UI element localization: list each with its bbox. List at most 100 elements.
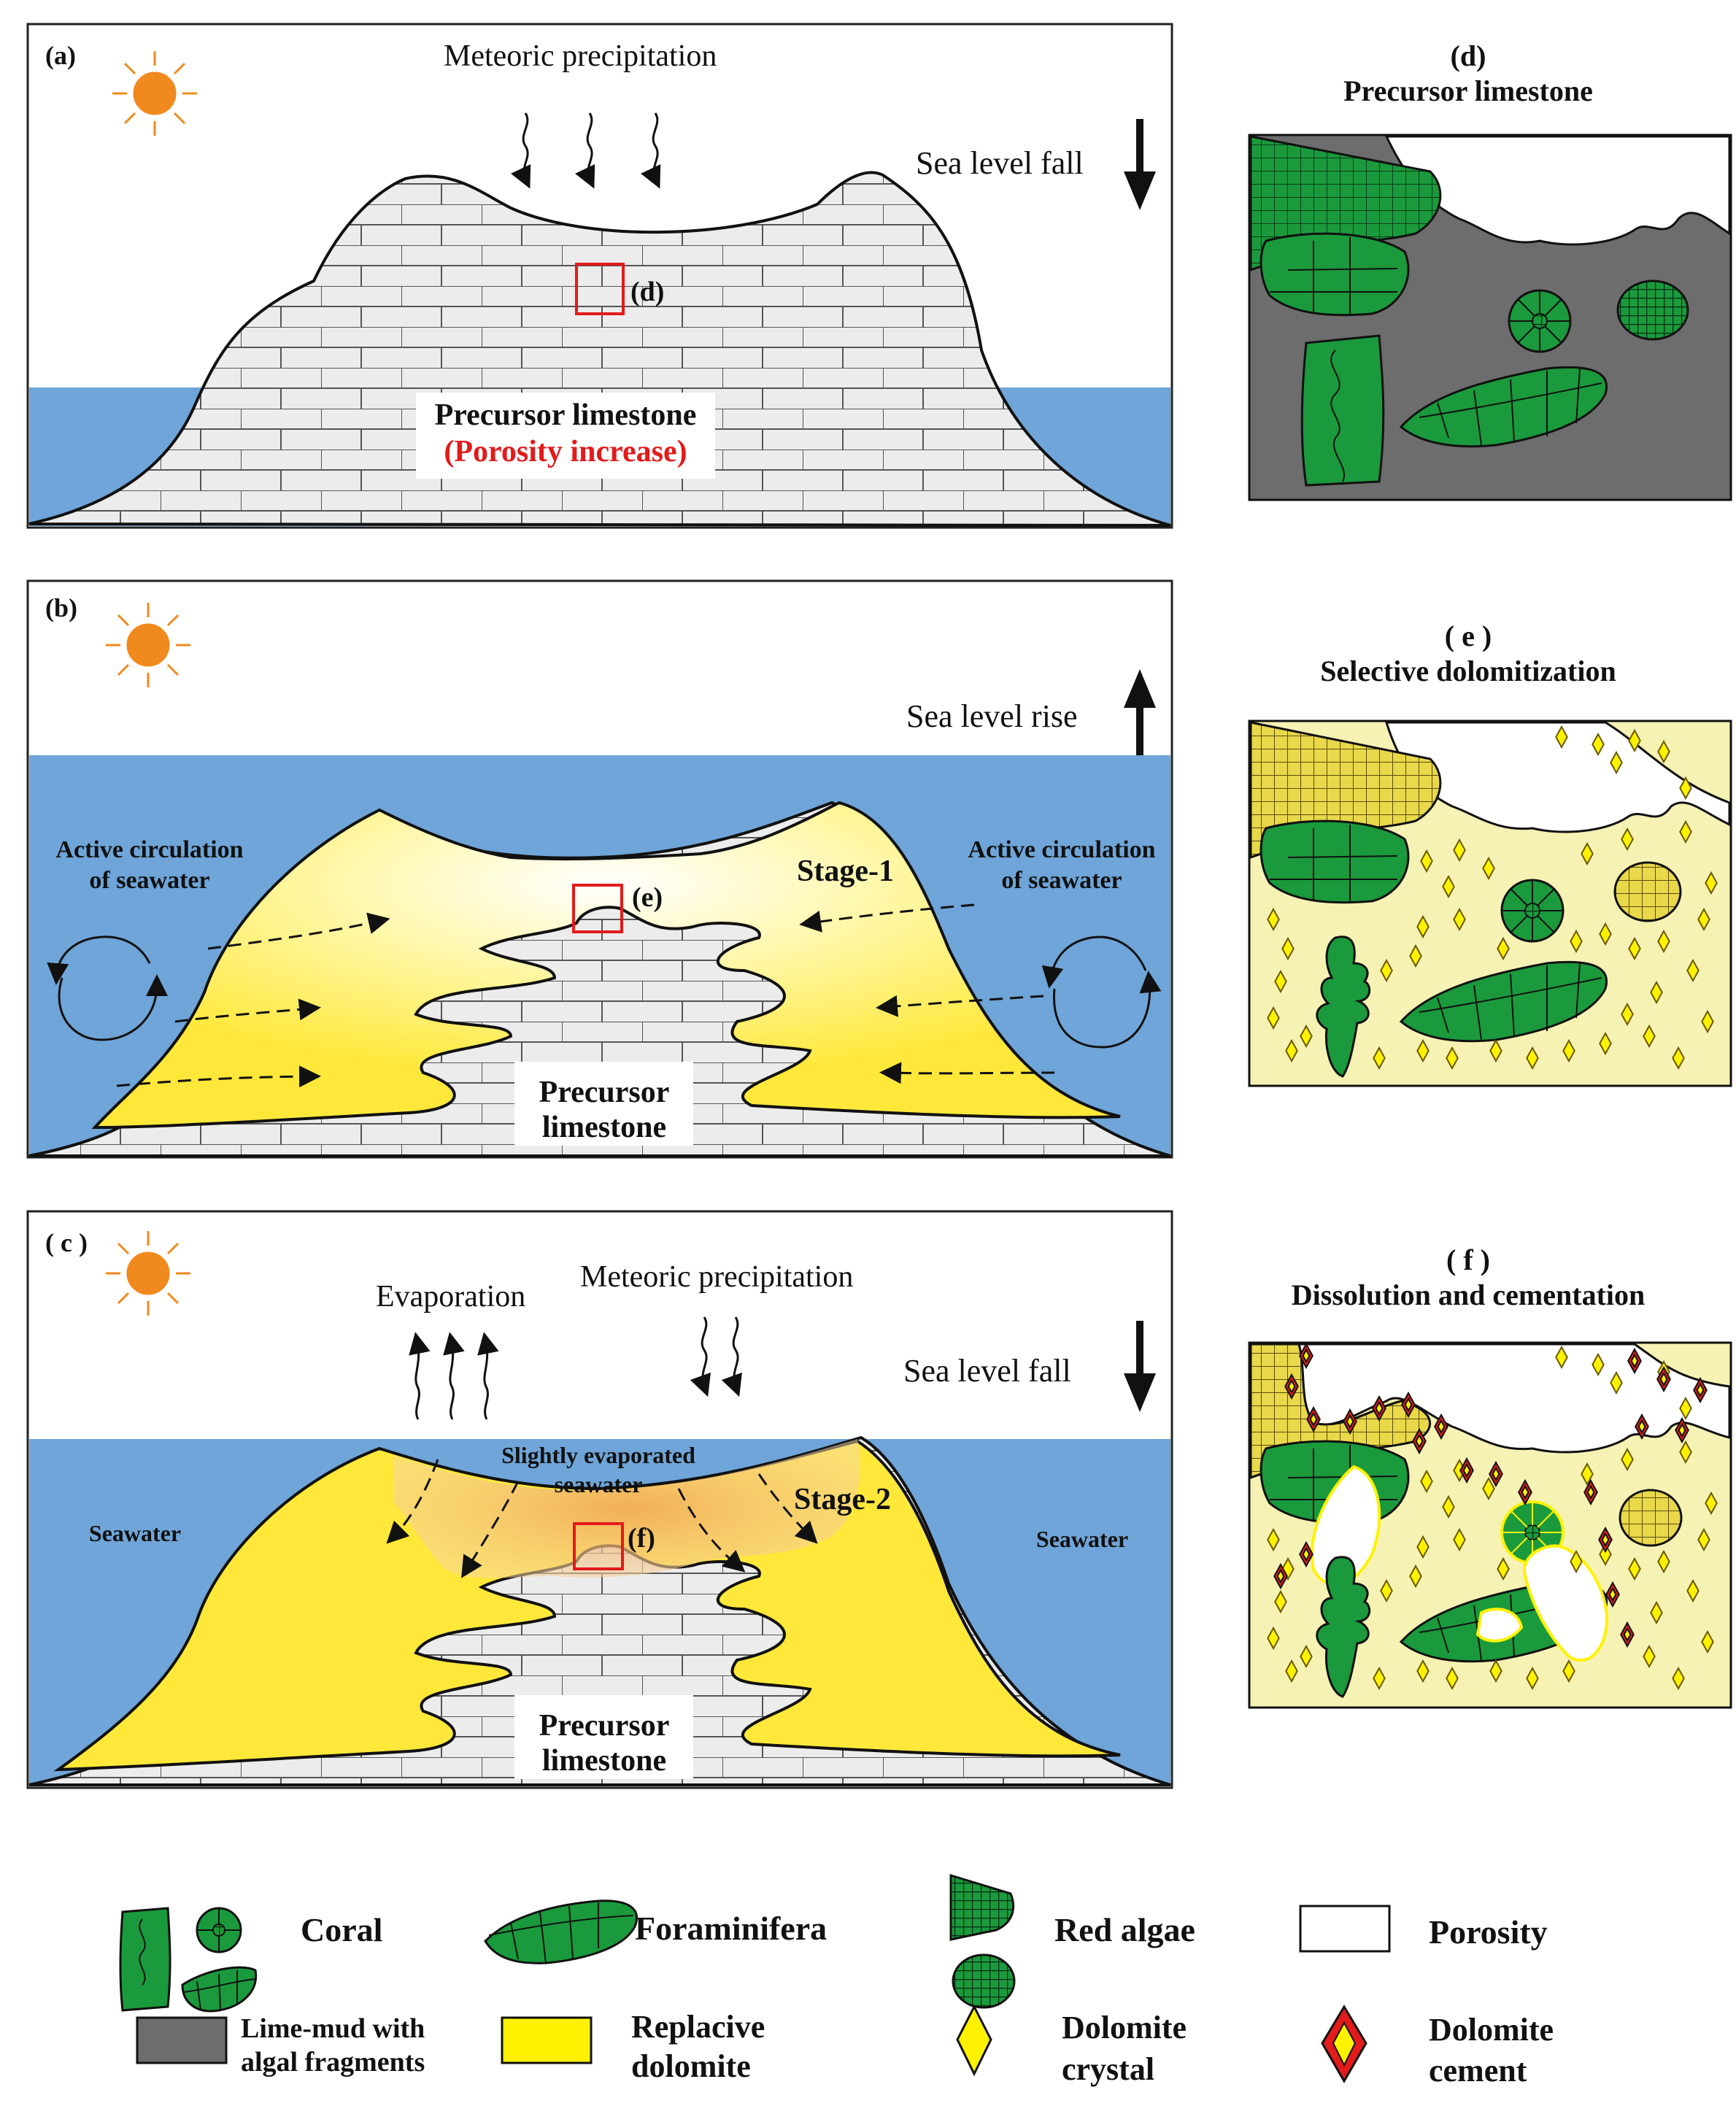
sea-level-label: Sea level fall bbox=[916, 145, 1084, 181]
inset-d-label: (d) bbox=[1451, 39, 1486, 72]
dolomite-crystal bbox=[1679, 1440, 1692, 1465]
legend-lime-mud-symbol bbox=[136, 2016, 228, 2064]
evaporated-seawater-line1: Slightly evaporated bbox=[501, 1442, 695, 1468]
dolomite-crystal bbox=[1657, 929, 1670, 954]
evaporated-seawater-zone bbox=[394, 1439, 860, 1578]
red-algae-nodule bbox=[1616, 279, 1689, 341]
inset-ref-e: (e) bbox=[632, 882, 663, 913]
dolomite-crystal bbox=[1610, 1370, 1623, 1395]
dolomite-crystal bbox=[1621, 1002, 1634, 1027]
dolomite-cement-core bbox=[1601, 1532, 1610, 1548]
dolomite-crystal bbox=[1672, 1666, 1685, 1691]
dolomite-crystal bbox=[1643, 1644, 1656, 1669]
coral-branch bbox=[1316, 936, 1371, 1078]
dolomite-cement-core bbox=[1276, 1568, 1285, 1584]
pore-space bbox=[1384, 135, 1731, 246]
precipitation-arrows bbox=[511, 112, 661, 189]
dolomite-crystal bbox=[1300, 1644, 1313, 1669]
replacive-dolomite bbox=[91, 801, 1121, 1130]
legend-dol-crystal-line1: Dolomite bbox=[1062, 2010, 1187, 2045]
dolomite-crystal bbox=[1697, 1527, 1710, 1552]
limestone-mound bbox=[28, 171, 1171, 527]
inset-d-title: Precursor limestone bbox=[1343, 74, 1593, 107]
dolomite-crystal bbox=[1705, 871, 1718, 895]
replacive-dolomite bbox=[53, 1439, 1121, 1772]
legend-coral-label: Coral bbox=[301, 1911, 382, 1948]
dolomite-crystal bbox=[1482, 1476, 1495, 1501]
inset-f-label: ( f ) bbox=[1446, 1243, 1490, 1276]
panel-a-label: (a) bbox=[45, 41, 76, 70]
circulation-right-line1: Active circulation bbox=[968, 836, 1155, 863]
legend-replacive-line2: dolomite bbox=[631, 2048, 751, 2084]
sea-level-rise-arrow bbox=[1124, 669, 1156, 755]
seawater-left-label: Seawater bbox=[89, 1520, 181, 1546]
dolomite-cement-core bbox=[1696, 1382, 1705, 1398]
dolomite-crystal bbox=[1497, 1556, 1510, 1581]
dolomite-cement-core bbox=[1659, 1371, 1668, 1387]
dolomite-cement-core bbox=[1623, 1627, 1632, 1643]
sun-icon bbox=[106, 603, 190, 687]
dolomite-crystal bbox=[1285, 1038, 1298, 1063]
dolomite-crystal bbox=[1621, 827, 1634, 852]
dolomite-crystal bbox=[1416, 914, 1430, 939]
dolomite-crystal bbox=[1274, 969, 1287, 994]
inset-ref-d: (d) bbox=[630, 277, 664, 307]
dolomite-crystal bbox=[1701, 1009, 1714, 1034]
seawater-flow-arrows bbox=[116, 903, 1055, 1088]
dolomite-cement-core bbox=[1415, 1433, 1424, 1449]
rock-name-line2: limestone bbox=[542, 1111, 666, 1144]
coral-branch bbox=[1316, 1556, 1371, 1698]
legend-porosity-label: Porosity bbox=[1429, 1913, 1548, 1951]
inset-e-marker bbox=[572, 884, 623, 933]
panel-b: (b) Sea level rise Active circulation of… bbox=[26, 579, 1173, 1159]
dolomite-crystal bbox=[1409, 1564, 1422, 1589]
dolomite-crystal bbox=[1267, 1527, 1280, 1552]
panel-c-label: ( c ) bbox=[45, 1228, 88, 1257]
legend: Coral Foraminifera Red algae Porosity Li… bbox=[119, 1873, 1554, 2088]
dolomite-crystal bbox=[1453, 1527, 1466, 1552]
dolomite-crystal bbox=[1643, 1024, 1656, 1049]
dolomite-crystal bbox=[1285, 1659, 1298, 1683]
circulation-right-line2: of seawater bbox=[1001, 867, 1122, 894]
legend-dolomite-cement-symbol bbox=[1321, 2005, 1367, 2084]
legend-dol-crystal-line2: crystal bbox=[1062, 2051, 1154, 2087]
dolomite-crystal bbox=[1562, 1038, 1575, 1063]
inset-ref-f: (f) bbox=[628, 1523, 655, 1554]
panel-a: (a) Meteoric precipitation Sea level fal… bbox=[26, 23, 1173, 529]
evaporation-label: Evaporation bbox=[376, 1280, 525, 1313]
legend-lime-mud-line1: Lime-mud with bbox=[241, 2013, 425, 2044]
rock-name-line1: Precursor bbox=[539, 1709, 670, 1743]
dolomite-crystal bbox=[1628, 936, 1641, 961]
dolomite-cement-core bbox=[1637, 1419, 1646, 1435]
dolomite-crystal bbox=[1705, 1491, 1718, 1516]
rock-name-line1: Precursor bbox=[539, 1076, 670, 1109]
dolomite-cement bbox=[1273, 1342, 1708, 1648]
panel-c: ( c ) Evaporation Meteoric precipitation… bbox=[26, 1210, 1173, 1789]
precipitation-label: Meteoric precipitation bbox=[580, 1260, 853, 1294]
dissolution-pore bbox=[1475, 1608, 1524, 1643]
inset-f-title: Dissolution and cementation bbox=[1292, 1278, 1646, 1311]
rock-name-line2: limestone bbox=[542, 1744, 666, 1778]
dolomite-crystal bbox=[1672, 1046, 1685, 1070]
inset-f: ( f ) Dissolution and cementation bbox=[1248, 1243, 1732, 1709]
dolomite-crystal bbox=[1267, 1006, 1280, 1030]
stage-label: Stage-2 bbox=[794, 1483, 891, 1516]
dolomite-crystal bbox=[1420, 849, 1433, 873]
dolomite-cement-core bbox=[1287, 1378, 1296, 1394]
dolomite-crystal bbox=[1373, 1046, 1386, 1070]
dolomite-cement-core bbox=[1404, 1397, 1413, 1413]
dolomite-crystal bbox=[1380, 1578, 1393, 1603]
dolomite-crystal bbox=[1416, 1535, 1430, 1559]
dolomite-crystal bbox=[1599, 1542, 1612, 1567]
dolomite-crystal bbox=[1657, 1549, 1670, 1574]
inset-f-marker bbox=[573, 1522, 624, 1570]
label-box bbox=[514, 1062, 693, 1146]
dolomite-cement-core bbox=[1346, 1413, 1354, 1430]
dolomite-crystal bbox=[1380, 958, 1393, 983]
dolomite-crystal bbox=[1416, 1038, 1430, 1063]
dolomite-crystal bbox=[1599, 1031, 1612, 1056]
dolomite-crystal bbox=[1267, 907, 1280, 932]
dolomite-crystal bbox=[1599, 922, 1612, 946]
red-algae-nodule bbox=[1613, 861, 1682, 922]
red-algae-nodule bbox=[1619, 1489, 1683, 1547]
